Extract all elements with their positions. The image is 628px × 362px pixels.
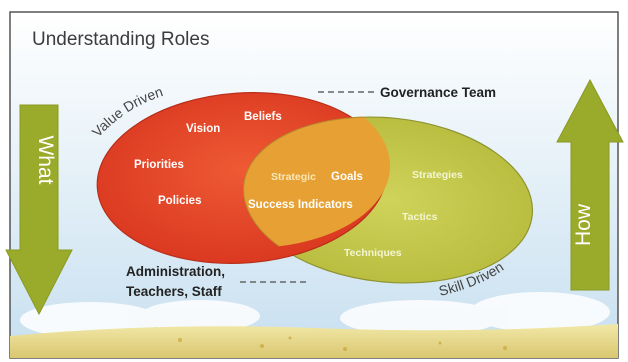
how-label: How	[572, 203, 595, 246]
overlap-outline	[243, 116, 393, 253]
diagram-title: Understanding Roles	[32, 29, 209, 50]
item-goals: Goals	[331, 171, 363, 183]
clouds	[20, 292, 610, 338]
item-techniques: Techniques	[344, 247, 402, 259]
item-tactics: Tactics	[402, 211, 438, 223]
item-priorities: Priorities	[134, 159, 184, 171]
item-policies: Policies	[158, 195, 201, 207]
item-strategies: Strategies	[412, 169, 463, 181]
what-arrow: What	[5, 104, 73, 316]
overlap-items: Strategic Goals Success Indicators	[248, 171, 363, 211]
governance-team-label: Governance Team	[380, 85, 496, 100]
teachers-staff-label: Teachers, Staff	[126, 284, 222, 299]
what-label: What	[34, 135, 57, 184]
item-strategic: Strategic	[271, 171, 316, 183]
item-success-indicators: Success Indicators	[248, 199, 353, 211]
ground	[10, 324, 618, 358]
administration-label: Administration,	[126, 264, 225, 279]
how-arrow: How	[556, 78, 624, 291]
item-vision: Vision	[186, 123, 220, 135]
ground-flowers	[178, 336, 507, 351]
item-beliefs: Beliefs	[244, 111, 282, 123]
skill-items: Strategies Tactics Techniques	[344, 169, 463, 259]
value-items: Beliefs Vision Priorities Policies	[134, 111, 282, 207]
